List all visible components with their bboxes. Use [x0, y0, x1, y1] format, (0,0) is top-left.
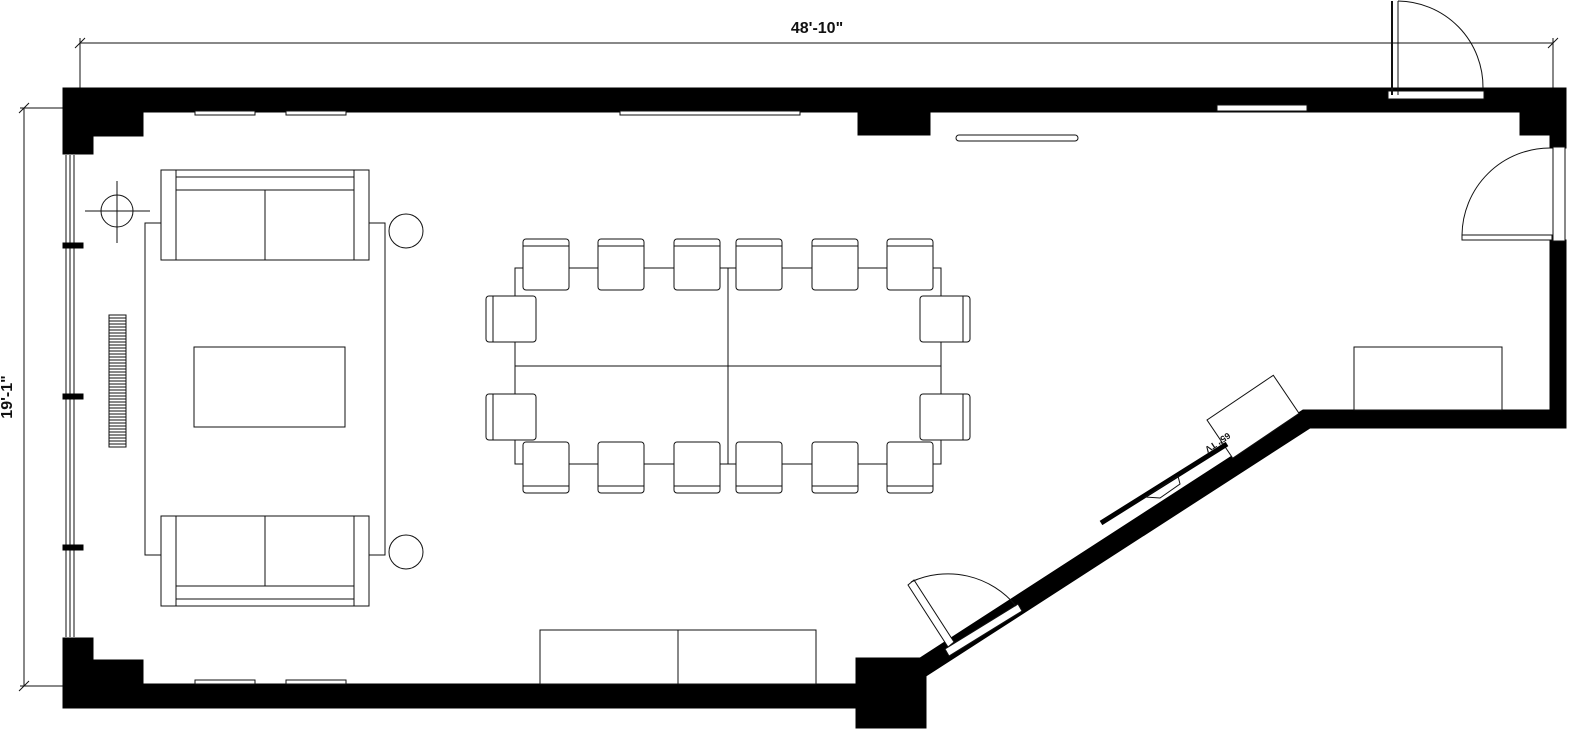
conference-chair [673, 238, 721, 291]
conference-table [514, 267, 942, 465]
conference-chair [886, 441, 934, 494]
cabinet-angled [1206, 374, 1300, 459]
column-top-middle [857, 87, 931, 136]
conference-chair [485, 393, 537, 441]
conference-chair [735, 441, 783, 494]
door-right [1461, 146, 1566, 242]
ceiling-light-icon [85, 181, 150, 243]
column-bottom-middle [855, 657, 927, 729]
conference-chair [522, 441, 570, 494]
top-wall [62, 87, 1567, 113]
bottom-wall [62, 683, 859, 709]
width-dimension: 48'-10" [74, 20, 1559, 90]
conference-chair [597, 238, 645, 291]
left-window [62, 155, 84, 637]
conference-chair [673, 441, 721, 494]
wall-bar [955, 134, 1079, 142]
conference-chair [485, 295, 537, 343]
conference-chairs [485, 238, 971, 494]
conference-chair [522, 238, 570, 291]
coffee-table [193, 346, 346, 428]
side-table-top [388, 213, 424, 249]
wall-fixtures [194, 104, 1308, 685]
lounge-area [144, 169, 424, 607]
height-dimension: 19'-1" [0, 102, 66, 692]
cabinet-right [1353, 346, 1503, 411]
right-wall [1549, 239, 1567, 429]
sofa-top [160, 169, 370, 261]
conference-chair [811, 441, 859, 494]
conference-chair [919, 393, 971, 441]
walls [62, 87, 1567, 729]
conference-chair [886, 238, 934, 291]
conference-chair [597, 441, 645, 494]
conference-chair [919, 295, 971, 343]
credenza [539, 629, 817, 685]
conference-chair [811, 238, 859, 291]
conference-chair [735, 238, 783, 291]
side-table-bottom [388, 534, 424, 570]
sofa-bottom [160, 515, 370, 607]
radiator [108, 314, 127, 448]
door-diagonal [907, 573, 1023, 657]
width-dimension-label: 48'-10" [791, 20, 843, 37]
height-dimension-label: 19'-1" [0, 375, 16, 418]
door-top-right [1387, 0, 1485, 100]
